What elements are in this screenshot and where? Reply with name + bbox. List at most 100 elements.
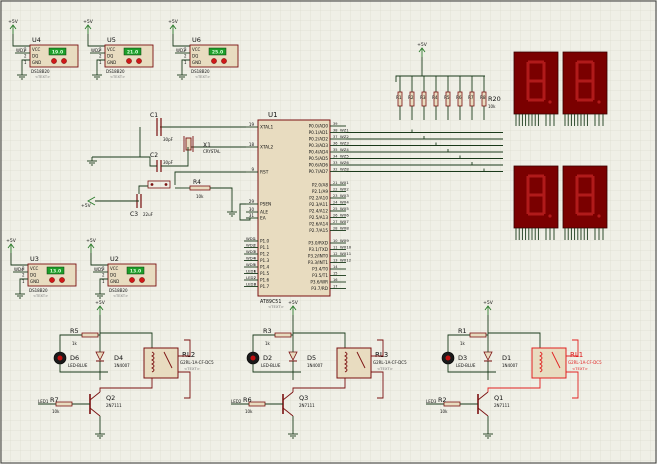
component-ref: R7 [50,396,59,404]
placeholder-text: <TEXT> [184,366,200,371]
net-label: WD3 [176,48,186,53]
segment-dp [597,100,601,104]
component-ref: R8 [480,95,486,100]
wire [292,378,346,392]
component-value: 10k [52,409,60,414]
sensor-reading: 19.0 [52,50,63,56]
wire [566,339,579,357]
sensor-pin-number: 3 [99,47,102,52]
component-ref: RL2 [182,351,195,359]
net-label: WX1 [340,180,349,185]
pin-name: P0.5/AD5 [309,156,329,161]
resistor-icon [189,185,211,191]
power-label: +5V [81,203,92,209]
component-part: G2RL-1A-CF-DC5 [180,360,214,365]
component-ref: C1 [150,112,158,119]
sensor-button-icon[interactable] [221,58,227,64]
mcu-body [257,119,331,297]
power-arrow-icon [484,305,492,311]
pin-number: 6 [254,270,256,274]
net-label: WX10 [340,245,352,250]
pin-name: P2.1/A9 [312,189,328,194]
component-part: LED-BLUE [68,363,88,368]
component-ref: R5 [70,327,79,335]
seven-segment-display [562,165,608,240]
pin-number: 15 [333,272,337,276]
pin-name: P3.0/RXD [308,241,328,246]
net-label: LED3 [426,399,437,404]
component-ref: R1 [396,95,402,100]
reset-button-icon[interactable] [150,183,154,186]
component-ref: R3 [420,95,426,100]
sensor-button-icon[interactable] [136,58,142,64]
sensor-vcc-wire [10,253,28,266]
sensor-ref: U5 [107,36,116,44]
power-arrow-icon [169,24,177,30]
relay-coil-icon [150,351,155,373]
reset-button-icon[interactable] [164,183,168,186]
sensor-button-icon[interactable] [61,58,67,64]
placeholder-text: <TEXT> [33,294,48,298]
sensor-reading: 25.0 [212,50,223,56]
schematic-layer: +5VU419.0VCC3DQ2GND1WD1DS18B20<TEXT>+5VU… [6,19,608,439]
power-label: +5V [86,238,97,244]
sensor-button-icon[interactable] [51,58,57,64]
resistor-icon [81,332,99,338]
sensor-pin-label: VCC [110,266,119,271]
pin-name: P1.1 [260,245,270,250]
sensor-pin-number: 1 [184,60,187,65]
relay-body [336,347,372,379]
component-ref: R4 [193,179,201,186]
net-label: WD1 [246,236,256,241]
pin-number: 3 [254,250,256,254]
sensor-pin-label: GND [107,60,116,65]
pin-name: P3.4/T0 [312,267,328,272]
sensor-button-icon[interactable] [129,277,135,283]
sensor-ref: U6 [192,36,201,44]
component-ref: R2 [438,396,447,404]
mcu-at89c51: U1AT89C51<TEXT>19XTAL118XTAL29RST29PSEN3… [244,111,352,309]
component-ref: X1 [203,142,211,149]
resistor-icon [274,332,292,338]
sensor-pin-number: 3 [102,266,105,271]
net-label: WD2 [246,243,256,248]
component-ref: D1 [502,354,511,362]
component-ref: D2 [263,354,272,362]
sensor-reading: 13.0 [130,269,141,275]
pin-number: 27 [333,220,337,224]
component-part: 1N4007 [502,363,518,368]
net-label: LED2 [246,275,256,280]
pin-number: 35 [333,148,337,152]
sensor-button-icon[interactable] [49,277,55,283]
placeholder-text: <TEXT> [377,366,393,371]
component-part: 2N7111 [494,403,510,408]
sensor-button-icon[interactable] [211,58,217,64]
sensor-model: DS18B20 [29,288,48,293]
pin-number: 28 [333,227,337,231]
sensor-lcd [46,266,65,275]
component-ref: R5 [444,95,450,100]
sensor-pin-label: DQ [30,273,36,278]
reset-button-icon[interactable] [147,180,171,189]
component-value: 10k [488,104,496,109]
sensor-pin-label: VCC [30,266,39,271]
placeholder-text: <TEXT> [268,304,284,309]
pin-number: 12 [333,252,337,256]
pin-name: P2.6/A14 [309,222,328,227]
sensor-pin-label: GND [110,279,119,284]
placeholder-text: <TEXT> [113,294,128,298]
sensor-button-icon[interactable] [59,277,65,283]
c2-wire [161,147,189,167]
net-label: WD1 [16,48,26,53]
sensor-pin-label: DQ [110,273,116,278]
sensor-button-icon[interactable] [139,277,145,283]
pin-number: 26 [333,214,337,218]
sensor-pin-number: 2 [99,54,102,59]
sensor-gnd-wire [96,59,105,71]
wire [59,334,82,352]
sensor-button-icon[interactable] [126,58,132,64]
resistor-icon [469,332,487,338]
